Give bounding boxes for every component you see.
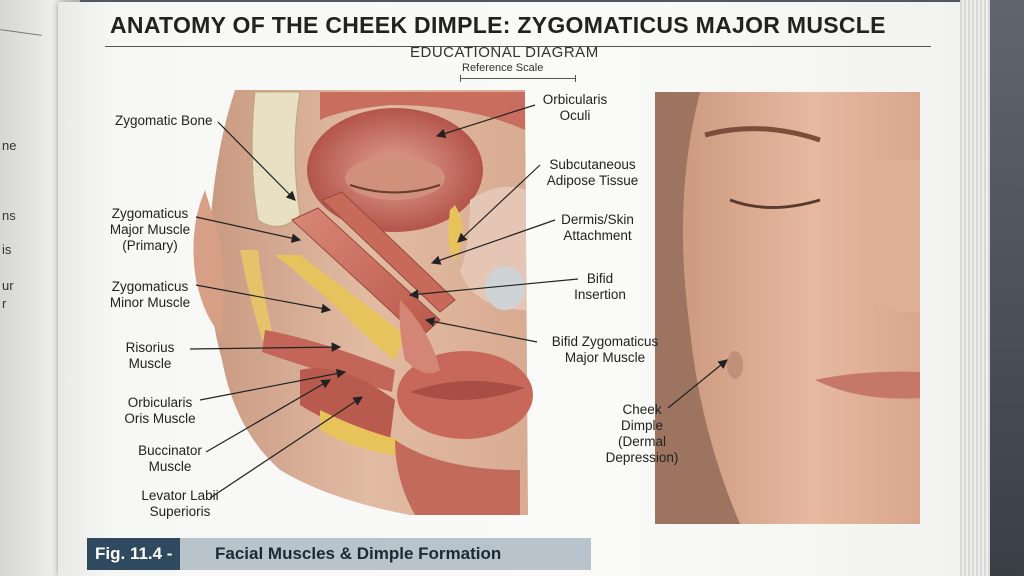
adipose-strip bbox=[448, 205, 463, 260]
label-bifid-zygomaticus: Bifid Zygomaticus Major Muscle bbox=[551, 334, 659, 365]
nose-cartilage-shape bbox=[485, 266, 525, 310]
label-zygomaticus-major: Zygomaticus Major Muscle (Primary) bbox=[109, 206, 191, 253]
lower-fat-shape bbox=[320, 410, 400, 455]
label-levator-labii: Levator Labii Superioris bbox=[141, 488, 219, 519]
left-page-text: ne bbox=[2, 138, 17, 153]
figure-caption: Fig. 11.4 - Facial Muscles & Dimple Form… bbox=[87, 538, 591, 570]
page-edges bbox=[960, 0, 990, 576]
title-underline bbox=[105, 46, 931, 47]
label-risorius: Risorius Muscle bbox=[125, 340, 175, 371]
figure-caption-text: Facial Muscles & Dimple Formation bbox=[215, 544, 502, 563]
nose-shape bbox=[870, 160, 920, 313]
left-page-text: ur bbox=[2, 278, 14, 293]
frontalis-shape bbox=[320, 92, 525, 130]
diagram-title: ANATOMY OF THE CHEEK DIMPLE: ZYGOMATICUS… bbox=[110, 12, 886, 38]
reference-scale-bar bbox=[460, 75, 576, 82]
bifid-insertion-shape bbox=[399, 300, 440, 374]
label-bifid-insertion: Bifid Insertion bbox=[574, 271, 626, 302]
zygomaticus-minor-shape bbox=[321, 191, 456, 313]
lips-shape bbox=[815, 371, 920, 399]
figure-number: Fig. 11.4 - bbox=[87, 538, 181, 570]
dissected-face-panel bbox=[193, 90, 533, 515]
parotid-fat bbox=[240, 250, 275, 345]
label-orbicularis-oculi: Orbicularis Oculi bbox=[542, 92, 608, 123]
reference-scale-label: Reference Scale bbox=[462, 62, 544, 74]
left-page-text: is bbox=[2, 242, 12, 257]
risorius-shape bbox=[262, 330, 395, 392]
left-page-text: r bbox=[2, 296, 7, 311]
eyebrow-shape bbox=[704, 126, 821, 143]
label-cheek-dimple: Cheek Dimple (Dermal Depression) bbox=[605, 402, 679, 465]
zygomatic-bone-shape bbox=[251, 91, 301, 227]
diagram-subtitle: EDUCATIONAL DIAGRAM bbox=[410, 44, 599, 61]
label-dermis-attachment: Dermis/Skin Attachment bbox=[561, 212, 634, 243]
eyelid-shape bbox=[345, 156, 445, 200]
mentalis-shape bbox=[395, 440, 520, 515]
leader-lines bbox=[189, 104, 728, 499]
label-subcutaneous-adipose: Subcutaneous Adipose Tissue bbox=[546, 157, 639, 188]
label-buccinator: Buccinator Muscle bbox=[138, 443, 202, 474]
label-zygomaticus-minor: Zygomaticus Minor Muscle bbox=[109, 279, 191, 310]
face-photo-panel bbox=[655, 92, 920, 524]
fat-pad-shape bbox=[275, 255, 405, 360]
ear-shape bbox=[193, 190, 224, 335]
cheek-dimple-mark bbox=[727, 351, 743, 379]
left-page-text: ns bbox=[2, 208, 16, 223]
closed-eye-shape bbox=[729, 198, 821, 209]
label-orbicularis-oris: Orbicularis Oris Muscle bbox=[124, 395, 196, 426]
label-zygomatic-bone: Zygomatic Bone bbox=[115, 113, 213, 128]
